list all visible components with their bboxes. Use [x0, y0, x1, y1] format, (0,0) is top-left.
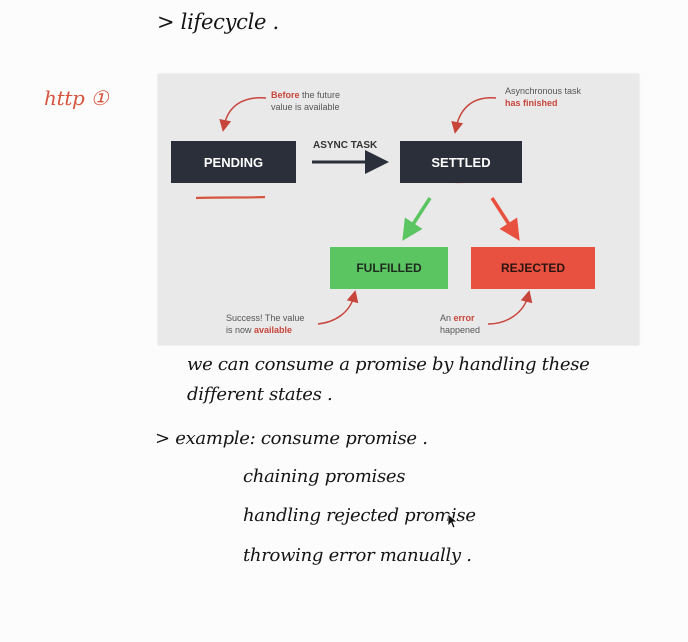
pending-note-arrow: [219, 97, 267, 132]
notes-line-1: we can consume a promise by handling the…: [187, 354, 590, 375]
settled-note-arrow: [451, 97, 497, 134]
note-rejected: An error happened: [440, 313, 481, 335]
note-settled: Asynchronous task has finished: [505, 86, 582, 108]
green-arrow: [402, 197, 432, 241]
slide-arrows: [195, 97, 533, 325]
fulfilled-box: FULFILLED: [330, 247, 448, 289]
lifecycle-heading: > lifecycle .: [157, 10, 279, 34]
rejected-note-arrow: [487, 290, 533, 325]
async-task-label: ASYNC TASK: [313, 140, 378, 151]
example-item-handling: handling rejected promise: [243, 505, 476, 526]
settled-box: SETTLED: [400, 141, 522, 183]
example-label: > example: consume promise .: [155, 428, 428, 449]
example-item-throwing: throwing error manually .: [243, 545, 472, 566]
note-pending: Before the future value is available: [271, 90, 341, 112]
red-arrow: [490, 197, 520, 241]
note-fulfilled: Success! The value is now available: [226, 313, 305, 335]
promise-lifecycle-slide: Before the future value is available Asy…: [158, 74, 639, 345]
pending-underline: [195, 195, 266, 200]
mouse-cursor-icon: [447, 513, 459, 529]
fulfilled-note-arrow: [317, 290, 359, 325]
pending-box: PENDING: [171, 141, 296, 183]
notes-line-2: different states .: [187, 384, 333, 405]
example-item-chaining: chaining promises: [243, 466, 406, 487]
rejected-box: REJECTED: [471, 247, 595, 289]
margin-http-note: http ①: [44, 86, 109, 110]
